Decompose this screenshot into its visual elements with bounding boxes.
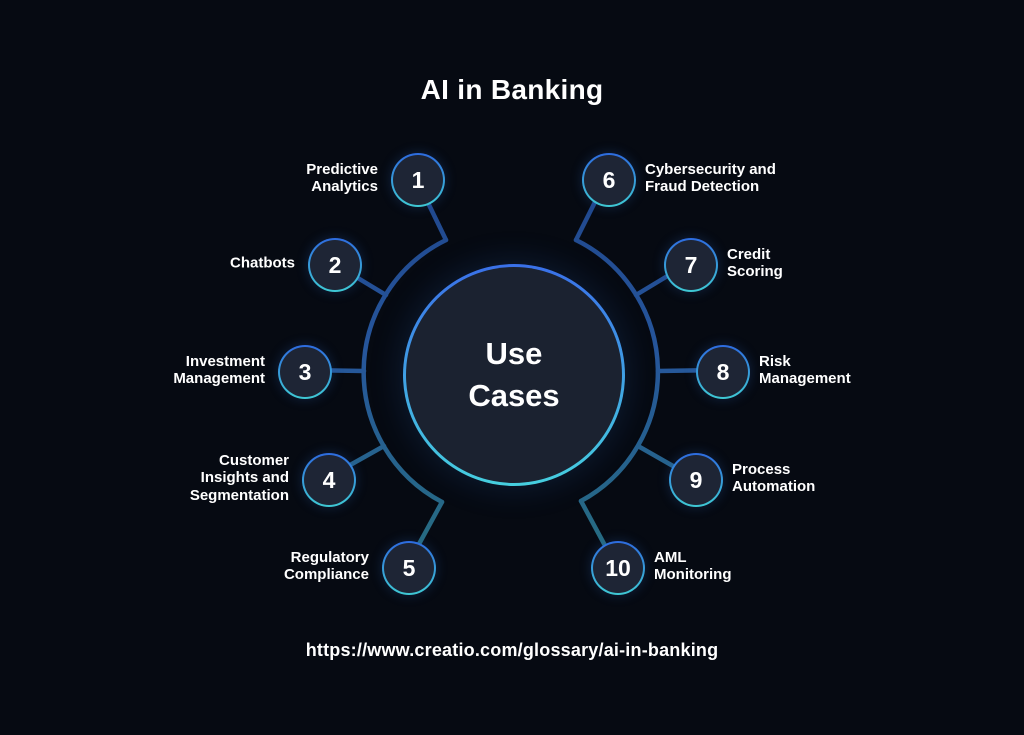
usecase-number-3: 3 bbox=[298, 358, 312, 385]
usecase-node-9: 9 bbox=[669, 453, 723, 507]
usecase-number-9: 9 bbox=[689, 466, 703, 493]
usecase-label-8: Risk Management bbox=[759, 352, 851, 387]
usecase-label-4: Customer Insights and Segmentation bbox=[189, 452, 289, 504]
usecase-number-2: 2 bbox=[328, 251, 342, 278]
usecase-label-5: Regulatory Compliance bbox=[283, 548, 369, 583]
usecase-node-6: 6 bbox=[582, 153, 636, 207]
usecase-node-2: 2 bbox=[308, 238, 362, 292]
usecase-number-6: 6 bbox=[602, 166, 616, 193]
usecase-label-7: Credit Scoring bbox=[727, 245, 783, 280]
usecase-label-10: AML Monitoring bbox=[654, 548, 732, 583]
center-label: Use Cases bbox=[468, 336, 560, 413]
usecase-number-8: 8 bbox=[716, 358, 730, 385]
page-title: AI in Banking bbox=[420, 74, 604, 105]
usecase-node-1: 1 bbox=[391, 153, 445, 207]
usecase-number-5: 5 bbox=[402, 554, 416, 581]
usecase-label-6: Cybersecurity and Fraud Detection bbox=[645, 160, 776, 195]
center-circle: Use Cases bbox=[403, 264, 625, 486]
usecase-number-7: 7 bbox=[684, 251, 698, 278]
usecase-number-1: 1 bbox=[411, 166, 425, 193]
usecase-label-2: Chatbots bbox=[230, 254, 295, 272]
usecase-node-3: 3 bbox=[278, 345, 332, 399]
usecase-label-3: Investment Management bbox=[173, 352, 265, 387]
usecase-label-9: Process Automation bbox=[732, 460, 816, 495]
usecase-node-7: 7 bbox=[664, 238, 718, 292]
source-url: https://www.creatio.com/glossary/ai-in-b… bbox=[305, 640, 719, 660]
usecase-number-10: 10 bbox=[605, 554, 631, 581]
usecase-node-4: 4 bbox=[302, 453, 356, 507]
usecase-number-4: 4 bbox=[322, 466, 336, 493]
usecase-node-8: 8 bbox=[696, 345, 750, 399]
usecase-label-1: Predictive Analytics bbox=[306, 160, 378, 195]
usecase-node-5: 5 bbox=[382, 541, 436, 595]
usecase-node-10: 10 bbox=[591, 541, 645, 595]
